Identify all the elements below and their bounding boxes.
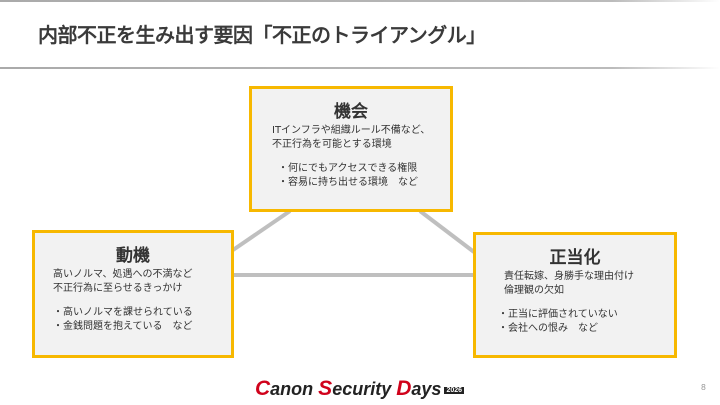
opportunity-description: ITインフラや組織ルール不備など、 不正行為を可能とする環境 [272, 125, 431, 150]
opportunity-examples: ・何にでもアクセスできる権限 ・容易に持ち出せる環境 など [278, 163, 418, 188]
top-rule [0, 0, 720, 2]
motive-heading: 動機 [116, 246, 150, 266]
title-divider [0, 67, 720, 69]
triangle-right-line [418, 209, 476, 254]
triangle-left-line [231, 209, 292, 252]
page-title: 内部不正を生み出す要因「不正のトライアングル」 [38, 23, 486, 47]
motive-description: 高いノルマ、処遇への不満など 不正行為に至らせるきっかけ [53, 269, 193, 294]
opportunity-box: 機会 ITインフラや組織ルール不備など、 不正行為を可能とする環境 ・何にでもア… [249, 86, 453, 212]
rationalization-heading: 正当化 [549, 248, 601, 268]
rationalization-box: 正当化 責任転嫁、身勝手な理由付け 倫理観の欠如 ・正当に評価されていない ・会… [473, 232, 677, 358]
rationalization-description: 責任転嫁、身勝手な理由付け 倫理観の欠如 [504, 271, 634, 296]
opportunity-heading: 機会 [334, 102, 368, 122]
rationalization-examples: ・正当に評価されていない ・会社への恨み など [498, 309, 618, 334]
motive-box: 動機 高いノルマ、処遇への不満など 不正行為に至らせるきっかけ ・高いノルマを課… [32, 230, 234, 358]
page-number: 8 [700, 383, 706, 392]
motive-examples: ・高いノルマを課せられている ・金銭問題を抱えている など [53, 307, 193, 332]
